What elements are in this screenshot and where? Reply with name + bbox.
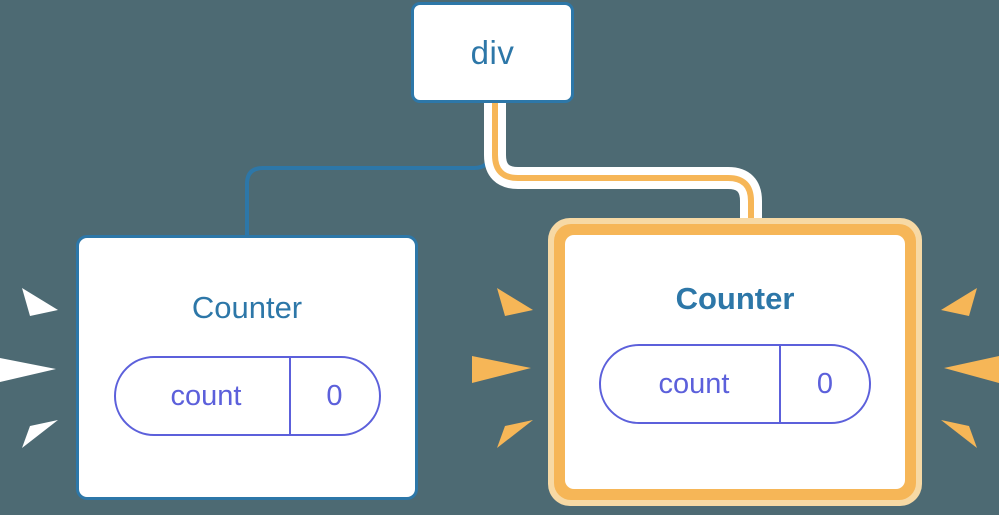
connector-div-to-counter-left (245, 103, 492, 238)
state-value: 0 (288, 358, 379, 434)
sparkle-ray-icon (941, 420, 977, 448)
rays-counter-left (0, 288, 58, 448)
node-counter-right-title: Counter (675, 281, 795, 316)
node-counter-right-highlight-ring: Counter count 0 (554, 224, 916, 500)
state-pill-counter-left[interactable]: count 0 (113, 356, 381, 436)
sparkle-ray-icon (497, 288, 533, 316)
node-counter-left[interactable]: Counter count 0 (76, 235, 418, 500)
node-div-label: div (470, 34, 515, 71)
sparkle-ray-icon (0, 358, 56, 382)
sparkle-ray-icon (22, 288, 58, 316)
node-counter-left-title: Counter (191, 290, 303, 325)
state-pill-counter-right[interactable]: count 0 (599, 344, 871, 424)
node-div[interactable]: div (411, 2, 574, 103)
sparkle-ray-icon (22, 420, 58, 448)
sparkle-ray-icon (944, 356, 999, 383)
rays-counter-right-right (941, 288, 999, 448)
node-counter-right[interactable]: Counter count 0 (565, 235, 905, 489)
state-value: 0 (779, 346, 869, 422)
sparkle-ray-icon (472, 356, 531, 383)
state-key: count (658, 367, 730, 400)
node-counter-right-highlight-glow: Counter count 0 (548, 218, 922, 506)
sparkle-ray-icon (497, 420, 533, 448)
sparkle-ray-icon (941, 288, 977, 316)
rays-counter-right-left (472, 288, 533, 448)
connector-div-to-counter-right-halo (484, 103, 762, 232)
connector-div-to-counter-right (492, 103, 754, 232)
state-key: count (170, 379, 242, 412)
